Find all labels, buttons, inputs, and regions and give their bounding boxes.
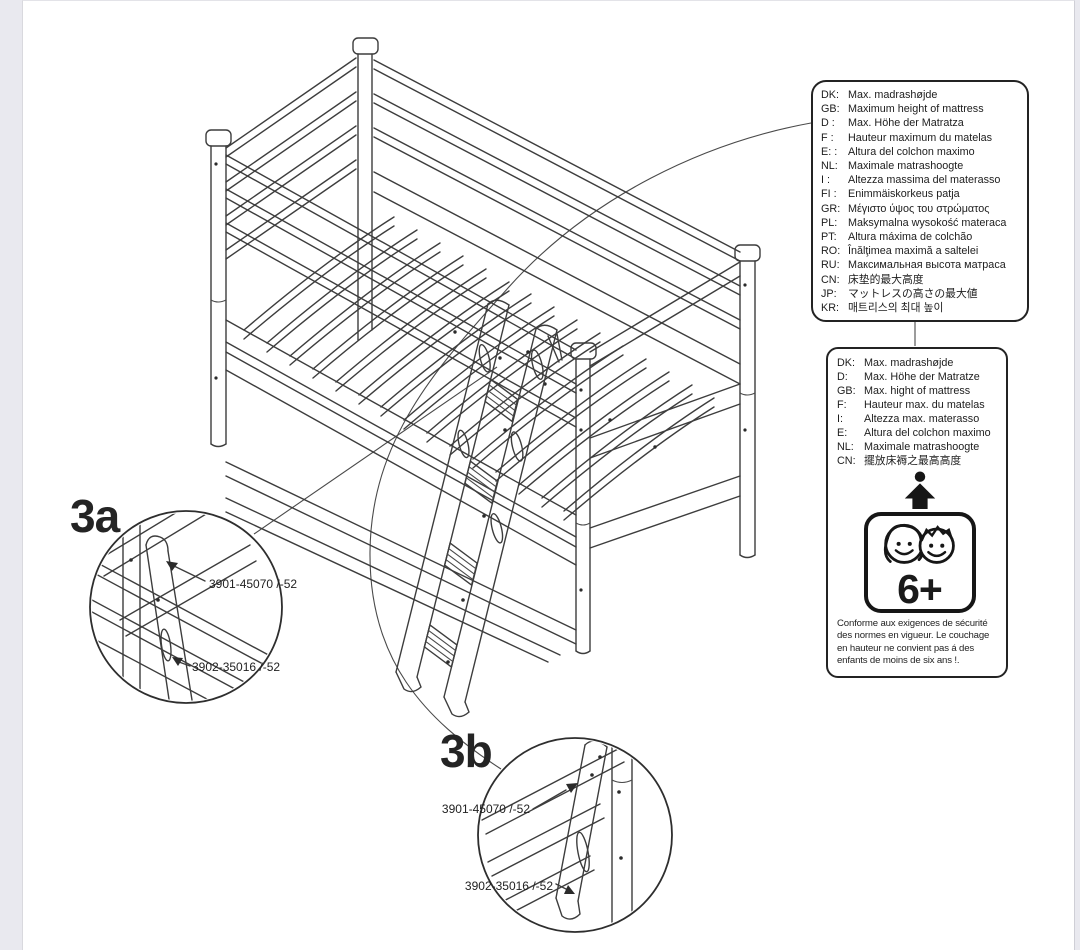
detail-circle-3a: 3901-45070 /-52 3902-35016 /-52 [89, 510, 297, 704]
lang-line: RU:Максимальная высота матраса [821, 259, 1006, 272]
ladder-tread [484, 378, 519, 423]
lang-line: DK:Max. madrashøjde [837, 357, 954, 369]
lang-line: F:Hauteur max. du matelas [837, 399, 985, 411]
callout-ref-3b: 3b [440, 725, 492, 777]
lang-line: PL:Maksymalna wysokość materaca [821, 216, 1007, 229]
leader-line-3a [253, 366, 498, 535]
lang-line: FI :Enimmäiskorkeus patja [821, 188, 960, 201]
lang-line: E: :Altura del colchon maximo [821, 145, 975, 158]
lang-line: GB:Maximum height of mattress [821, 103, 984, 116]
age-label: 6+ [897, 566, 943, 612]
leader-lines [253, 122, 916, 770]
lang-line: PT:Altura máxima de colchão [821, 231, 973, 244]
callout-ref-3a: 3a [70, 490, 121, 542]
part-label-3b-bottom: 3902-35016 /-52 [465, 879, 553, 893]
lang-line: CN:擺放床褥之最高高度 [837, 455, 962, 467]
lang-line: NL:Maximale matrashoogte [821, 160, 964, 173]
lang-line: F :Hauteur maximum du matelas [821, 131, 993, 144]
lang-line: CN:床垫的最大高度 [821, 273, 924, 286]
post-cap [352, 37, 379, 55]
near-guardrails [225, 154, 577, 566]
part-label-3a-top: 3901-45070 /-52 [209, 577, 297, 591]
bed-posts [205, 37, 761, 655]
lang-line: I:Altezza max. materasso [837, 413, 980, 425]
lang-line: GB:Max. hight of mattress [837, 385, 971, 397]
lang-line: D:Max. Höhe der Matratze [837, 371, 980, 383]
lang-line: D :Max. Höhe der Matratza [821, 117, 964, 130]
part-label-3b-top: 3901-45070 /-52 [442, 802, 530, 816]
age-badge: 6+ [863, 512, 976, 613]
leader-curve-box1-to-3b [369, 122, 812, 770]
lang-line: NL:Maximale matrashoogte [837, 441, 980, 453]
lang-line: GR:Μέγιστο ύψος του στρώματος [821, 202, 990, 215]
headboard-rails [225, 57, 357, 260]
safety-notice-fr: Conforme aux exigences de sécurité des n… [837, 618, 990, 667]
ladder [395, 299, 563, 718]
lang-line: KR:매트리스의 최대 높이 [821, 302, 944, 315]
person-pictogram-icon [904, 471, 935, 509]
mattress-height-box-multilang: DK:Max. madrashøjde GB:Maximum height of… [811, 80, 1029, 322]
ladder-tread [443, 541, 478, 587]
ladder-tread [464, 460, 499, 505]
detail-circle-3b: 3901-45070 /-52 3902-35016 /-52 [442, 737, 673, 933]
lang-line: I :Altezza massima del materasso [821, 174, 1001, 187]
far-guardrails [373, 59, 741, 385]
post-cap [205, 129, 232, 147]
children-faces-icon [883, 523, 955, 564]
mattress-height-box-age: DK:Max. madrashøjde D:Max. Höhe der Matr… [826, 347, 1008, 678]
lang-line: RO:Înălţimea maximă a saltelei [821, 245, 979, 258]
part-label-3a-bottom: 3902-35016 /-52 [192, 660, 280, 674]
lang-line: DK:Max. madrashøjde [821, 89, 938, 101]
lang-line: JP:マットレスの高さの最大値 [821, 287, 978, 300]
post-cap [734, 244, 761, 262]
lang-line: E:Altura del colchon maximo [837, 427, 991, 439]
ladder-tread [423, 623, 458, 669]
